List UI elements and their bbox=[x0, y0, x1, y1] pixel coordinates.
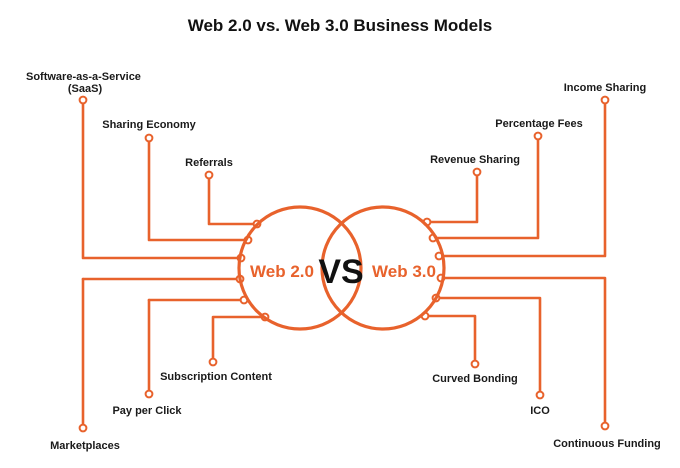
web2-model-pay-per-click: Pay per Click bbox=[112, 405, 182, 417]
node bbox=[535, 390, 545, 400]
connector-revenue-sharing bbox=[425, 170, 479, 224]
web2-label: Web 2.0 bbox=[250, 262, 314, 281]
node bbox=[144, 133, 154, 143]
web3-model-curved-bonding: Curved Bonding bbox=[432, 373, 518, 385]
web2-model-sharing-economy: Sharing Economy bbox=[102, 119, 196, 131]
web3-model-percentage-fees: Percentage Fees bbox=[495, 118, 582, 130]
vs-label: VS bbox=[318, 253, 363, 291]
connector-curved-bonding bbox=[423, 314, 477, 366]
web3-model-continuous-funding: Continuous Funding bbox=[553, 438, 661, 450]
web2-model-marketplaces: Marketplaces bbox=[50, 440, 120, 452]
web2-model-subscription-content: Subscription Content bbox=[160, 371, 272, 383]
connector-sharing-economy bbox=[147, 136, 250, 242]
node bbox=[204, 170, 214, 180]
web3-model-income-sharing: Income Sharing bbox=[564, 82, 647, 94]
node bbox=[600, 421, 610, 431]
node bbox=[470, 359, 480, 369]
web2-model-saas-line2: (SaaS) bbox=[68, 83, 103, 95]
node bbox=[78, 95, 88, 105]
diagram-title: Web 2.0 vs. Web 3.0 Business Models bbox=[188, 16, 493, 35]
connector-referrals bbox=[207, 173, 259, 226]
node bbox=[144, 389, 154, 399]
node bbox=[533, 131, 543, 141]
connector-subscription bbox=[211, 315, 267, 364]
connector-continuous-funding bbox=[439, 276, 607, 428]
web3-label: Web 3.0 bbox=[372, 262, 436, 281]
connector-lines bbox=[81, 98, 607, 430]
web2-model-saas: Software-as-a-Service (SaaS) bbox=[26, 71, 144, 95]
web3-circle bbox=[320, 205, 446, 331]
node bbox=[472, 167, 482, 177]
node bbox=[78, 423, 88, 433]
connector-saas bbox=[81, 98, 243, 260]
web2-circle bbox=[237, 205, 363, 331]
web3-model-ico: ICO bbox=[530, 405, 550, 417]
node bbox=[208, 357, 218, 367]
web2-model-referrals: Referrals bbox=[185, 157, 233, 169]
connector-percentage-fees bbox=[431, 134, 540, 240]
node bbox=[600, 95, 610, 105]
connector-ico bbox=[434, 296, 542, 397]
web3-model-revenue-sharing: Revenue Sharing bbox=[430, 154, 520, 166]
web2-model-saas-line1: Software-as-a-Service bbox=[26, 71, 141, 83]
connector-income-sharing bbox=[437, 98, 607, 258]
